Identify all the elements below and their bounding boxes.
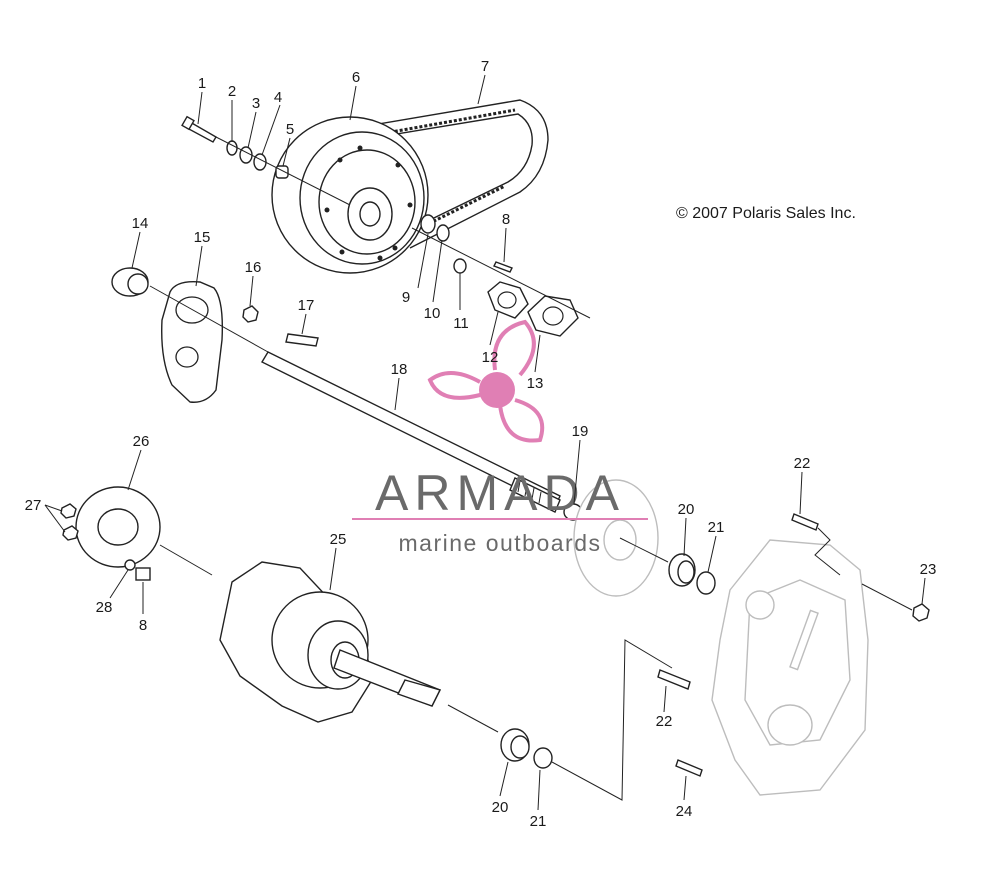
callout-26: 26 (133, 433, 150, 450)
bolt-22-upper (791, 513, 819, 531)
callout-14: 14 (132, 215, 149, 232)
callout-24: 24 (676, 803, 693, 820)
bolt-22-lower (657, 669, 691, 690)
nut-27a (60, 503, 77, 519)
callout-21-upper: 21 (708, 519, 725, 536)
callout-22-upper: 22 (794, 455, 811, 472)
drive-sprocket-25 (219, 561, 442, 723)
callout-19: 19 (572, 423, 589, 440)
callout-3: 3 (252, 95, 260, 112)
jackshaft-18 (149, 285, 561, 513)
bearing-14 (111, 267, 149, 297)
callout-21-lower: 21 (530, 813, 547, 830)
propeller-icon (427, 319, 545, 443)
callout-27: 27 (25, 497, 42, 514)
watermark-tagline: marine outboards (399, 530, 602, 556)
callout-17: 17 (298, 297, 315, 314)
bearing-20-upper (668, 553, 696, 587)
plate-12 (487, 281, 529, 319)
callout-22-lower: 22 (656, 713, 673, 730)
callout-6: 6 (352, 69, 360, 86)
bolt-1 (181, 115, 217, 143)
o-ring-21-upper (696, 571, 716, 595)
washer-10 (436, 224, 450, 242)
callout-20-upper: 20 (678, 501, 695, 518)
washer-9 (420, 214, 436, 234)
callout-4: 4 (274, 89, 282, 106)
callout-2: 2 (228, 83, 236, 100)
chaincase-housing (711, 539, 869, 796)
bolt-8-top (493, 261, 513, 273)
callout-23: 23 (920, 561, 937, 578)
spacer-5 (275, 165, 289, 179)
bearing-20-lower (500, 728, 530, 762)
callout-8-bottom: 8 (139, 617, 147, 634)
watermark-brand: ARMADA (375, 465, 625, 521)
washer-11 (453, 258, 467, 274)
bolt-8-bottom (135, 567, 151, 581)
nut-23 (912, 603, 930, 622)
callout-9: 9 (402, 289, 410, 306)
callout-13: 13 (527, 375, 544, 392)
callout-20-lower: 20 (492, 799, 509, 816)
callout-15: 15 (194, 229, 211, 246)
callout-11: 11 (453, 315, 469, 332)
callout-18: 18 (391, 361, 408, 378)
bearing-plate-15 (161, 281, 224, 403)
callout-8-top: 8 (502, 211, 510, 228)
washer-28 (124, 559, 136, 571)
callout-10: 10 (424, 305, 441, 322)
callout-5: 5 (286, 121, 294, 138)
plate-13 (527, 295, 579, 337)
callout-25: 25 (330, 531, 347, 548)
driven-clutch (271, 116, 429, 274)
nut-27b (62, 525, 79, 541)
callout-12: 12 (482, 349, 499, 366)
callout-28: 28 (96, 599, 113, 616)
callout-7: 7 (481, 58, 489, 75)
watermark: ARMADA marine outboards (352, 319, 648, 556)
nut-16 (242, 305, 259, 323)
key-17 (285, 333, 319, 347)
copyright-text: © 2007 Polaris Sales Inc. (676, 205, 856, 222)
drive-sprocket-gear (573, 479, 659, 597)
washer-3 (239, 146, 253, 164)
o-ring-21-lower (533, 747, 553, 769)
bearing-flange-26 (75, 486, 161, 568)
callout-16: 16 (245, 259, 262, 276)
bolt-24 (675, 759, 703, 777)
callout-1: 1 (198, 75, 206, 92)
callout-labels: 1 2 3 4 5 6 7 8 9 10 11 12 13 14 15 16 1… (25, 58, 937, 830)
